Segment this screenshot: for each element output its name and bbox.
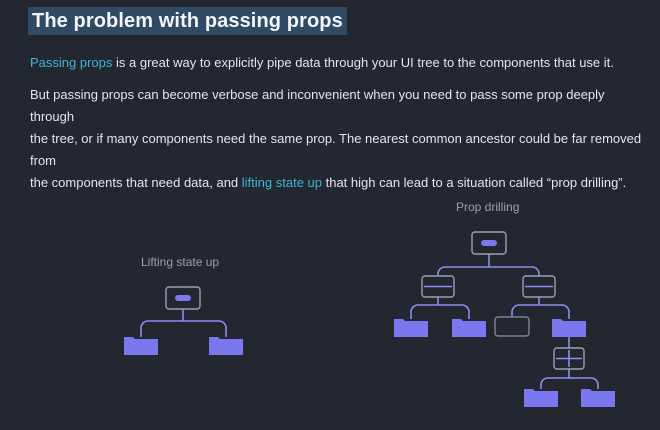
drilling-leaf-node-2 [452,319,486,337]
paragraph-line-1: But passing props can become verbose and… [30,87,605,124]
drilling-leaf-node-1 [394,319,428,337]
drilling-deep-leaf-1 [524,389,558,407]
drilling-child-node-right [552,319,586,337]
page-title: The problem with passing props [28,7,347,35]
prop-drilling-diagram [394,231,615,407]
left-edges [140,309,227,337]
left-child-node-2 [209,337,243,355]
lifting-state-up-diagram [124,286,243,355]
left-child-node-1 [124,337,158,355]
paragraph-line-3-after: that high can lead to a situation called… [322,175,627,190]
lifting-state-caption: Lifting state up [141,255,220,269]
paragraph-problem: But passing props can become verbose and… [30,84,650,194]
drilling-unused-node [494,316,530,337]
paragraph-intro: Passing props is a great way to explicit… [30,52,650,74]
paragraph-intro-text: is a great way to explicitly pipe data t… [112,55,614,70]
paragraph-line-3-before: the components that need data, and [30,175,242,190]
heading-container: The problem with passing props [28,7,347,35]
drilling-mid-node-right [522,275,556,298]
paragraph-line-2: the tree, or if many components need the… [30,131,642,168]
drilling-mid-node-left [421,275,455,298]
drilling-root-node [471,231,507,255]
lifting-state-up-link[interactable]: lifting state up [241,175,322,190]
passing-props-link[interactable]: Passing props [30,55,113,70]
right-edges [410,254,599,389]
drilling-deep-leaf-2 [581,389,615,407]
drilling-intermediate-node [553,347,585,370]
left-parent-node [165,286,201,310]
prop-drilling-caption: Prop drilling [456,200,520,214]
